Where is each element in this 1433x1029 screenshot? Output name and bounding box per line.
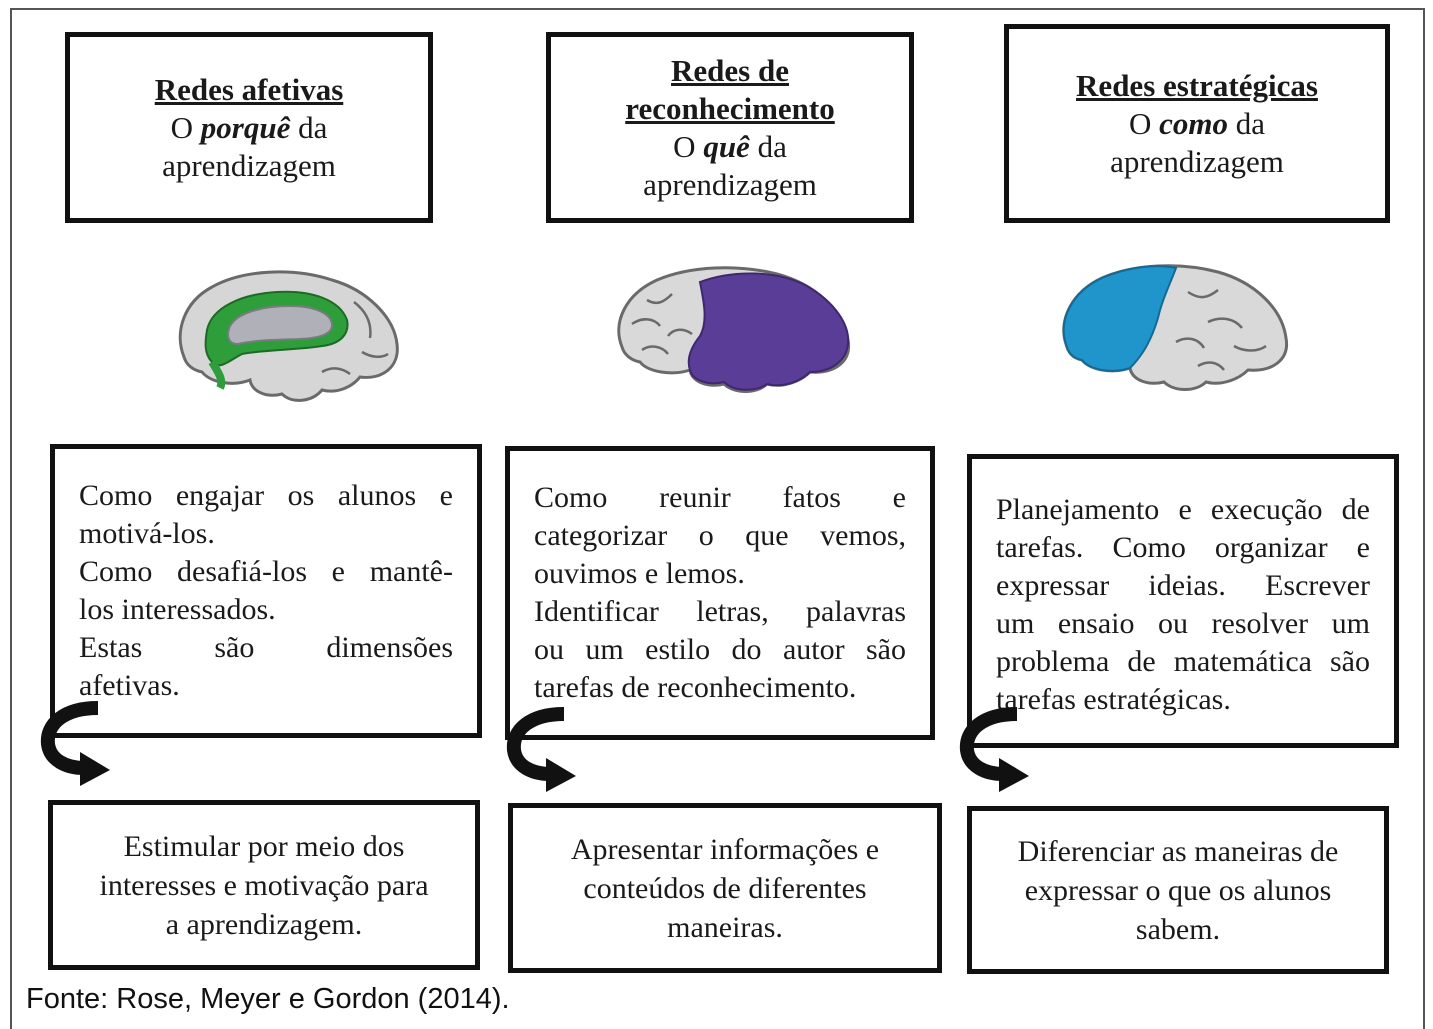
action-recognition: Apresentar informações e conteúdos de di… [508, 803, 942, 973]
description-strategic-line: tarefas. Como organizar e [996, 531, 1370, 564]
description-affective: Como engajar os alunos e motivá-los. Com… [50, 444, 482, 738]
action-affective: Estimular por meio dos interesses e moti… [48, 800, 480, 970]
description-affective-line: motivá-los. [79, 517, 215, 550]
action-affective-text: Estimular por meio dos interesses e moti… [99, 829, 429, 941]
source-caption: Fonte: Rose, Meyer e Gordon (2014). [26, 983, 510, 1015]
header-recognition-title-line2: reconhecimento [625, 90, 835, 126]
description-recognition-line: tarefas de reconhecimento. [534, 671, 857, 704]
description-strategic: Planejamento e execução de tarefas. Como… [967, 454, 1399, 748]
description-affective-line: los interessados. [79, 593, 276, 626]
header-recognition-subtitle-line2: aprendizagem [643, 166, 817, 202]
description-recognition: Como reunir fatos e categorizar o que ve… [505, 446, 935, 740]
header-strategic: Redes estratégicas O como da aprendizage… [1004, 24, 1390, 223]
curved-arrow-icon [40, 701, 110, 786]
header-affective-subtitle-line2: aprendizagem [162, 147, 336, 183]
description-strategic-line: um ensaio ou resolver um [996, 607, 1370, 640]
description-strategic-line: Planejamento e execução de [996, 493, 1370, 526]
header-affective-subtitle: O porquê da [170, 109, 328, 145]
description-affective-line: Como engajar os alunos e [79, 479, 453, 512]
figure-frame [10, 8, 1425, 1029]
action-strategic-text: Diferenciar as maneiras de expressar o q… [1017, 834, 1339, 946]
brain-strategic-illustration [1062, 264, 1289, 391]
description-strategic-line: problema de matemática são [996, 645, 1370, 678]
curved-arrow-icon [959, 707, 1029, 792]
description-affective-line: afetivas. [79, 669, 180, 702]
description-affective-line: Estas são dimensões [79, 631, 453, 664]
header-recognition: Redes de reconhecimento O quê da aprendi… [546, 32, 914, 223]
description-recognition-line: Como reunir fatos e [534, 481, 906, 514]
header-strategic-subtitle-line2: aprendizagem [1110, 143, 1284, 179]
description-strategic-line: tarefas estratégicas. [996, 683, 1231, 716]
header-recognition-subtitle: O quê da [673, 128, 787, 164]
curved-arrow-icon [506, 707, 576, 792]
header-affective-title: Redes afetivas [154, 71, 344, 107]
brain-recognition-illustration [617, 266, 851, 393]
description-recognition-line: categorizar o que vemos, [534, 519, 906, 552]
description-recognition-line: ou um estilo do autor são [534, 633, 906, 666]
description-strategic-line: expressar ideias. Escrever [996, 569, 1370, 602]
action-strategic: Diferenciar as maneiras de expressar o q… [967, 806, 1389, 974]
header-strategic-title: Redes estratégicas [1076, 67, 1318, 103]
brain-affective-illustration [178, 270, 399, 402]
header-recognition-title-line1: Redes de [671, 52, 789, 88]
action-recognition-text: Apresentar informações e conteúdos de di… [570, 832, 880, 944]
header-strategic-subtitle: O como da [1128, 105, 1266, 141]
description-recognition-line: Identificar letras, palavras [534, 595, 906, 628]
description-affective-line: Como desafiá-los e mantê- [79, 555, 453, 588]
header-affective: Redes afetivas O porquê da aprendizagem [65, 32, 433, 223]
description-recognition-line: ouvimos e lemos. [534, 557, 745, 590]
